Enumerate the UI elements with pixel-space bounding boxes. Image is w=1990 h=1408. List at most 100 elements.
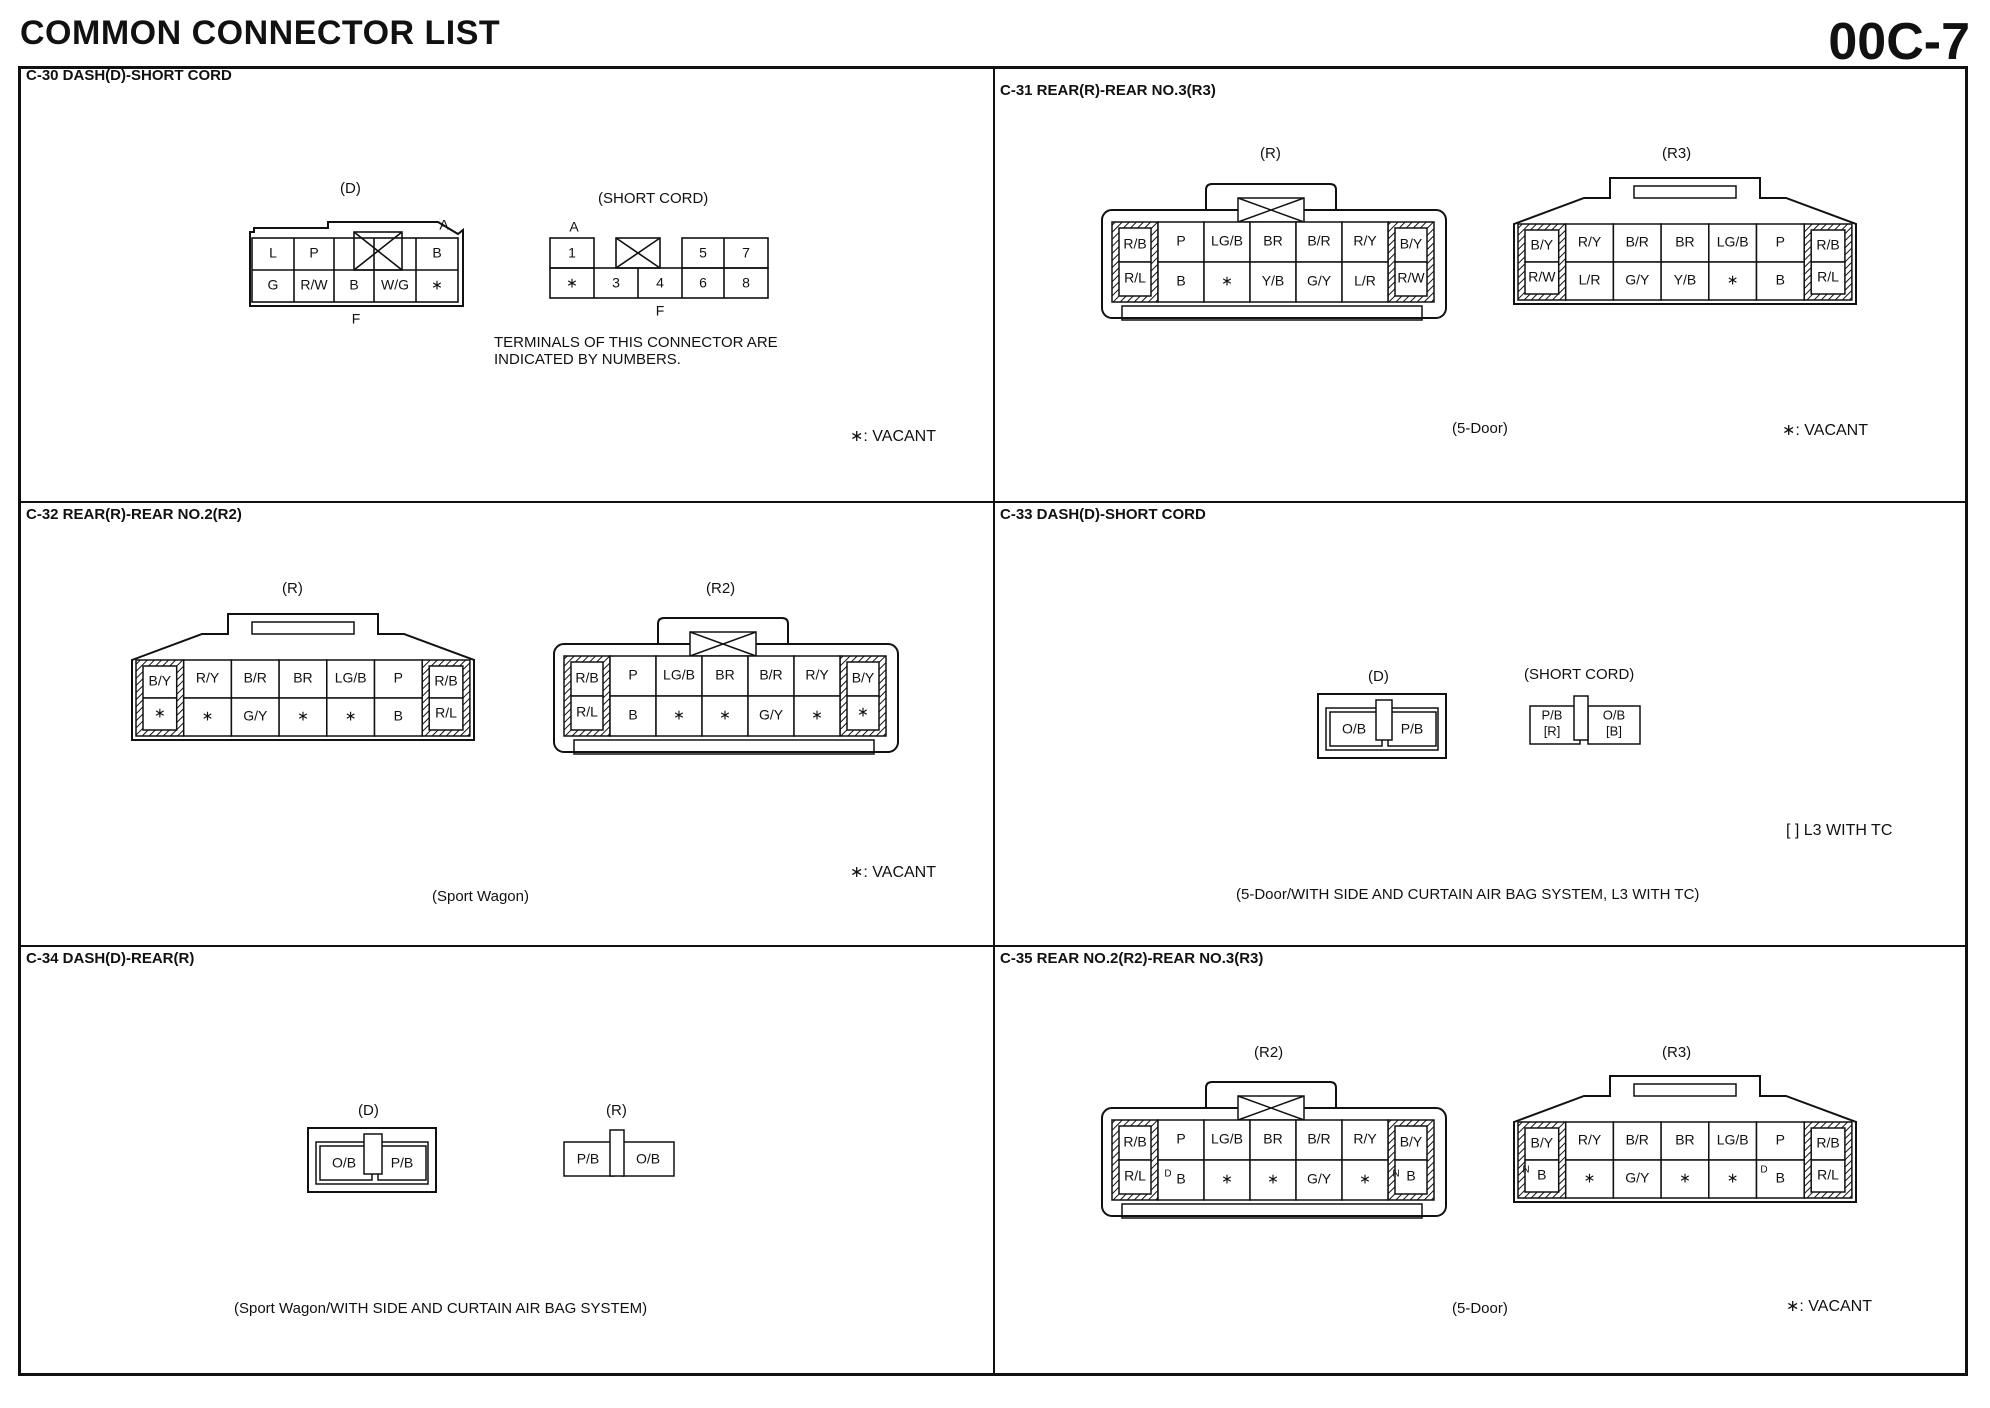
connector-label-d: (D) bbox=[358, 1102, 379, 1119]
mark-n: N bbox=[1522, 1165, 1529, 1176]
pin-label: ∗ bbox=[857, 704, 869, 720]
panel-title: C-32 REAR(R)-REAR NO.2(R2) bbox=[26, 506, 242, 523]
pin-label: P bbox=[309, 245, 318, 261]
pin-label: B bbox=[1537, 1167, 1546, 1183]
caption: (Sport Wagon) bbox=[432, 888, 529, 905]
pin-label: ∗ bbox=[673, 707, 685, 723]
vacant-legend: ∗: VACANT bbox=[1782, 422, 1869, 439]
pin-label: R/Y bbox=[1353, 1131, 1377, 1147]
pin-label: LG/B bbox=[335, 670, 367, 686]
connector-c34-r: P/B O/B bbox=[563, 1129, 675, 1177]
mark-f: F bbox=[352, 311, 361, 327]
pin-label: R/W bbox=[1528, 269, 1556, 285]
pin-label: P bbox=[1776, 1132, 1785, 1148]
mark-a: A bbox=[439, 217, 449, 233]
pin-label: P/B bbox=[1401, 721, 1424, 737]
connector-label-short-cord: (SHORT CORD) bbox=[1524, 666, 1635, 683]
pin-label: R/B bbox=[434, 673, 457, 689]
pin-label: R/Y bbox=[1353, 233, 1377, 249]
panel-title: C-35 REAR NO.2(R2)-REAR NO.3(R3) bbox=[1000, 950, 1264, 967]
pin-label: B/R bbox=[1307, 1131, 1330, 1147]
pin-label: 1 bbox=[568, 245, 576, 261]
pin-label: O/B bbox=[332, 1155, 356, 1171]
mark-d: D bbox=[1164, 1169, 1171, 1180]
column-divider bbox=[993, 66, 995, 1376]
pin-label: R/B bbox=[1123, 236, 1146, 252]
connector-label-r: (R) bbox=[282, 580, 303, 597]
pin-label: BR bbox=[293, 670, 312, 686]
pin-label: B/Y bbox=[1531, 1135, 1554, 1151]
connector-label-d: (D) bbox=[1368, 668, 1389, 685]
connector-label-r: (R) bbox=[606, 1102, 627, 1119]
pin-label: LG/B bbox=[1211, 233, 1243, 249]
pin-label: B/Y bbox=[149, 673, 172, 689]
l3-tc-legend: [ ] L3 WITH TC bbox=[1786, 822, 1893, 839]
pin-label: B bbox=[628, 707, 637, 723]
pin-label: ∗ bbox=[431, 277, 443, 293]
caption: (5-Door/WITH SIDE AND CURTAIN AIR BAG SY… bbox=[1236, 886, 1700, 903]
mark-a: A bbox=[569, 219, 579, 235]
pin-label: R/L bbox=[1817, 269, 1839, 285]
terminal-note: TERMINALS OF THIS CONNECTOR ARE INDICATE… bbox=[494, 334, 778, 368]
pin-label: R/L bbox=[1124, 1168, 1146, 1184]
pin-label: L/R bbox=[1354, 273, 1376, 289]
pin-label: G/Y bbox=[1307, 1171, 1332, 1187]
connector-c34-d: O/B P/B bbox=[307, 1127, 437, 1193]
pin-label: R/B bbox=[1816, 1135, 1839, 1151]
pin-label: P bbox=[394, 670, 403, 686]
pin-label: R/Y bbox=[805, 667, 829, 683]
pin-label: B bbox=[394, 708, 403, 724]
pin-label: ∗ bbox=[811, 707, 823, 723]
connector-label-r2: (R2) bbox=[706, 580, 736, 597]
pin-label: LG/B bbox=[663, 667, 695, 683]
row-divider-1 bbox=[18, 501, 1968, 503]
panel-title: C-30 DASH(D)-SHORT CORD bbox=[26, 67, 232, 84]
pin-label: B/R bbox=[244, 670, 267, 686]
pin-label: R/L bbox=[576, 704, 598, 720]
pin-label: BR bbox=[1675, 234, 1694, 250]
pin-label: P/B bbox=[1542, 707, 1563, 722]
pin-label: 7 bbox=[742, 245, 750, 261]
pin-label: 8 bbox=[742, 275, 750, 291]
pin-label: P bbox=[628, 667, 637, 683]
pin-label: ∗ bbox=[1359, 1171, 1371, 1187]
pin-label: B bbox=[432, 245, 441, 261]
connector-label-r3: (R3) bbox=[1662, 145, 1692, 162]
vacant-legend: ∗: VACANT bbox=[850, 428, 937, 445]
pin-label: P bbox=[1176, 1131, 1185, 1147]
pin-label: BR bbox=[1263, 233, 1282, 249]
pin-label: B/R bbox=[1307, 233, 1330, 249]
pin-label: R/W bbox=[1397, 270, 1425, 286]
pin-label: B bbox=[1176, 273, 1185, 289]
pin-label: O/B bbox=[1603, 707, 1625, 722]
row-divider-2 bbox=[18, 945, 1968, 947]
connector-label-r3: (R3) bbox=[1662, 1044, 1692, 1061]
mark-d: D bbox=[1760, 1165, 1767, 1176]
pin-label: Y/B bbox=[1674, 272, 1697, 288]
pin-label: G/Y bbox=[759, 707, 784, 723]
pin-label: 4 bbox=[656, 275, 664, 291]
pin-label: B/Y bbox=[1400, 1134, 1423, 1150]
page-title: COMMON CONNECTOR LIST bbox=[20, 14, 501, 52]
pin-label: ∗ bbox=[1221, 273, 1233, 289]
pin-label: P bbox=[1176, 233, 1185, 249]
vacant-legend: ∗: VACANT bbox=[850, 864, 937, 881]
pin-label: P bbox=[1776, 234, 1785, 250]
pin-label: B bbox=[349, 277, 358, 293]
pin-label: P/B bbox=[391, 1155, 414, 1171]
pin-label: LG/B bbox=[1717, 234, 1749, 250]
pin-label: B/R bbox=[1626, 1132, 1649, 1148]
pin-label: ∗ bbox=[566, 275, 578, 291]
connector-label-d: (D) bbox=[340, 180, 361, 197]
pin-label: G/Y bbox=[1625, 272, 1650, 288]
pin-label: ∗ bbox=[1221, 1171, 1233, 1187]
pin-label: ∗ bbox=[1679, 1170, 1691, 1186]
pin-label: ∗ bbox=[345, 708, 357, 724]
pin-label: ∗ bbox=[1584, 1170, 1596, 1186]
pin-label: G/Y bbox=[1307, 273, 1332, 289]
pin-label: B bbox=[1406, 1168, 1415, 1184]
connector-label-short-cord: (SHORT CORD) bbox=[598, 190, 709, 207]
pin-label: 5 bbox=[699, 245, 707, 261]
